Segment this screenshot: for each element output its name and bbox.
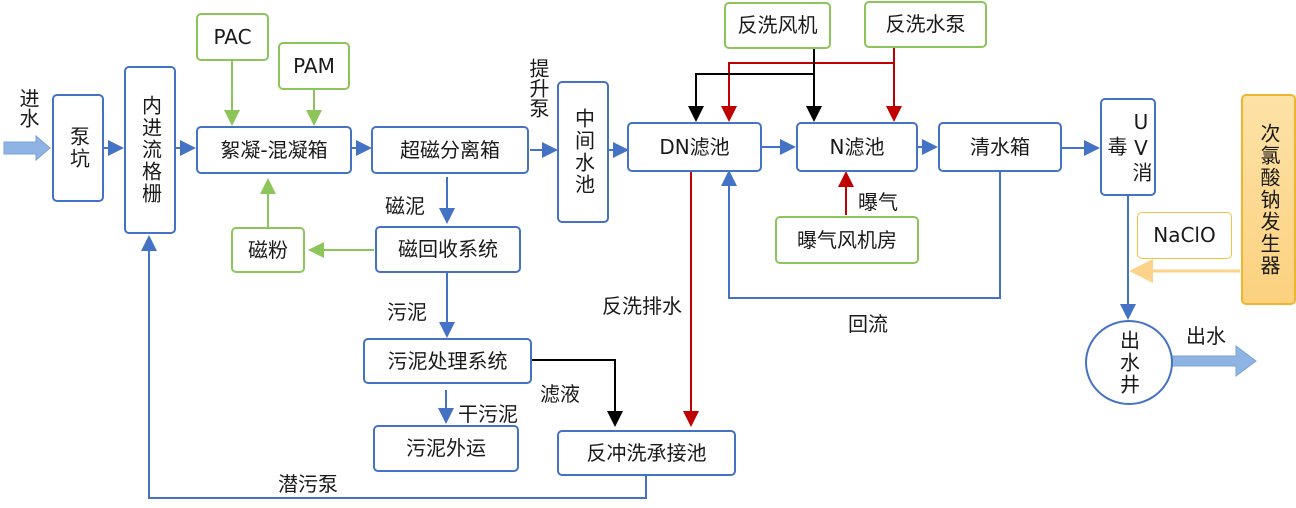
naclo-box[interactable]: NaClO <box>1137 212 1232 259</box>
mag-sludge-label: 磁泥 <box>385 194 425 218</box>
coagulation-box[interactable]: 絮凝-混凝箱 <box>196 126 352 174</box>
sludge-treatment-box[interactable]: 污泥处理系统 <box>363 338 532 384</box>
pac-box[interactable]: PAC <box>196 13 269 61</box>
fine-screen-box[interactable]: 内进流格栅 <box>124 66 176 234</box>
pump-pit-box[interactable]: 泵坑 <box>52 94 104 202</box>
backwash-drain-label: 反洗排水 <box>602 294 682 318</box>
uv-disinfection-box[interactable]: UV消毒 <box>1100 98 1156 196</box>
lift-pump-label: 提升泵 <box>526 58 550 118</box>
inlet-label: 进水 <box>16 88 40 128</box>
sludge-disposal-box[interactable]: 污泥外运 <box>373 425 519 472</box>
dn-filter-box[interactable]: DN滤池 <box>627 122 762 172</box>
naclo-generator-box[interactable]: 次氯酸钠发生器 <box>1241 94 1296 305</box>
magnetic-recovery-box[interactable]: 磁回收系统 <box>375 226 521 273</box>
backwash-fan-box[interactable]: 反洗风机 <box>724 2 831 49</box>
outlet-label: 出水 <box>1186 324 1226 348</box>
sub-pump-label: 潜污泵 <box>278 472 338 496</box>
reflux-label: 回流 <box>848 312 888 336</box>
clear-tank-box[interactable]: 清水箱 <box>938 122 1062 172</box>
inlet-arrow <box>3 134 51 162</box>
outlet-well[interactable]: 出水井 <box>1085 320 1173 405</box>
dry-sludge-label: 干污泥 <box>458 402 518 426</box>
outlet-arrow <box>1171 345 1257 377</box>
middle-tank-box[interactable]: 中间水池 <box>557 81 609 223</box>
pam-box[interactable]: PAM <box>278 42 350 90</box>
sludge-label: 污泥 <box>387 300 427 324</box>
magnetic-powder-box[interactable]: 磁粉 <box>231 227 305 273</box>
backwash-pump-box[interactable]: 反洗水泵 <box>864 1 987 48</box>
super-magnetic-separator-box[interactable]: 超磁分离箱 <box>371 126 529 174</box>
aeration-blower-room-box[interactable]: 曝气风机房 <box>775 216 919 264</box>
filtrate-label: 滤液 <box>540 382 580 406</box>
n-filter-box[interactable]: N滤池 <box>796 122 918 172</box>
backwash-tank-box[interactable]: 反冲洗承接池 <box>557 430 736 476</box>
aeration-label: 曝气 <box>858 190 898 214</box>
